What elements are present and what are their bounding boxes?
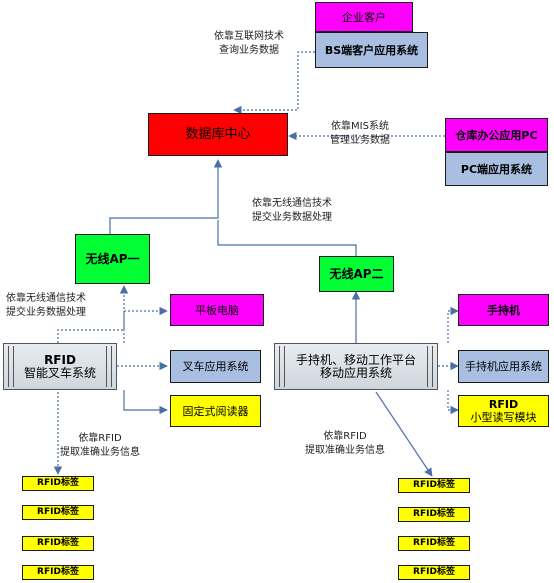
- mis-note-line2: 管理业务数据: [330, 135, 390, 146]
- rfid-tag-left: RFID标签: [22, 565, 94, 580]
- rfid-tag-right: RFID标签: [398, 536, 470, 551]
- pc-app-label: PC端应用系统: [460, 162, 533, 176]
- rfid-left-note-line2: 提取准确业务信息: [60, 447, 140, 458]
- handheld-platform-line1: 手持机、移动工作平台: [295, 352, 416, 367]
- fixed-reader-label: 固定式阅读器: [182, 404, 249, 418]
- enterprise-client-label: 企业客户: [342, 10, 386, 24]
- rfid-tag-left: RFID标签: [22, 505, 94, 520]
- link-platform-to-handheld: [447, 306, 459, 343]
- link-forklift-to-tablet: [123, 306, 168, 343]
- wireless-top-note-line1: 依靠无线通信技术: [252, 198, 332, 209]
- link-forklift-to-ap1: [57, 285, 129, 343]
- internet-note-line1: 依靠互联网技术: [214, 31, 284, 42]
- handheld-label: 手持机: [487, 303, 520, 317]
- rfid-module-line2: 小型读写模块: [470, 411, 537, 424]
- fixed-reader-box: 固定式阅读器: [170, 395, 261, 427]
- rfid-tag-label: RFID标签: [413, 567, 455, 577]
- wireless-top-note: 依靠无线通信技术 提交业务数据处理: [252, 197, 332, 225]
- wireless-ap2-box: 无线AP二: [319, 256, 394, 292]
- wireless-top-note-line2: 提交业务数据处理: [252, 212, 332, 223]
- forklift-app-label: 叉车应用系统: [182, 360, 249, 373]
- rfid-right-note-line1: 依靠RFID: [323, 431, 367, 442]
- pc-app-box: PC端应用系统: [445, 152, 548, 186]
- rfid-tag-right: RFID标签: [398, 507, 470, 522]
- forklift-system-box: RFID 智能叉车系统: [3, 343, 117, 390]
- handheld-platform-line2: 移动应用系统: [319, 365, 392, 380]
- wireless-left-note-line2: 提交业务数据处理: [6, 307, 86, 318]
- link-platform-to-module: [447, 390, 459, 415]
- rfid-tag-label: RFID标签: [413, 509, 455, 519]
- enterprise-client-box: 企业客户: [315, 2, 413, 32]
- handheld-app-box: 手持机应用系统: [458, 350, 549, 383]
- database-center-label: 数据库中心: [185, 127, 251, 142]
- rfid-left-note: 依靠RFID 提取准确业务信息: [60, 432, 140, 460]
- internet-note: 依靠互联网技术 查询业务数据: [214, 30, 284, 58]
- handheld-app-label: 手持机应用系统: [465, 360, 542, 373]
- rfid-right-note: 依靠RFID 提取准确业务信息: [305, 430, 385, 458]
- handheld-box: 手持机: [458, 294, 549, 326]
- wireless-left-note-line1: 依靠无线通信技术: [6, 293, 86, 304]
- warehouse-office-pc-label: 仓库办公应用PC: [455, 128, 538, 142]
- rfid-tag-label: RFID标签: [413, 480, 455, 490]
- rfid-tag-left: RFID标签: [22, 476, 94, 491]
- database-center-box: 数据库中心: [148, 113, 288, 156]
- link-bs-to-db: [233, 51, 315, 115]
- link-ap2-to-db: [217, 220, 357, 256]
- rfid-tag-right: RFID标签: [398, 478, 470, 493]
- rfid-tag-label: RFID标签: [37, 567, 79, 577]
- bs-app-box: BS端客户应用系统: [315, 32, 428, 68]
- forklift-app-box: 叉车应用系统: [170, 350, 261, 383]
- internet-note-line2: 查询业务数据: [219, 45, 279, 56]
- rfid-tag-right: RFID标签: [398, 565, 470, 580]
- link-platform-to-tags: [375, 391, 433, 477]
- rfid-tag-left: RFID标签: [22, 536, 94, 551]
- mis-note: 依靠MIS系统 管理业务数据: [330, 120, 390, 148]
- wireless-ap2-label: 无线AP二: [329, 266, 384, 281]
- handheld-platform-box: 手持机、移动工作平台 移动应用系统: [274, 343, 438, 390]
- wireless-left-note: 依靠无线通信技术 提交业务数据处理: [6, 292, 86, 320]
- warehouse-office-pc-box: 仓库办公应用PC: [445, 118, 548, 152]
- rfid-tag-label: RFID标签: [37, 507, 79, 517]
- tablet-box: 平板电脑: [170, 294, 264, 326]
- link-forklift-to-reader: [123, 390, 168, 415]
- rfid-tag-label: RFID标签: [37, 538, 79, 548]
- rfid-right-note-line2: 提取准确业务信息: [305, 445, 385, 456]
- rfid-tag-label: RFID标签: [413, 538, 455, 548]
- wireless-ap1-box: 无线AP一: [75, 234, 150, 284]
- rfid-module-line1: RFID: [488, 398, 519, 411]
- rfid-tag-label: RFID标签: [37, 478, 79, 488]
- bs-app-label: BS端客户应用系统: [324, 43, 419, 57]
- mis-note-line1: 依靠MIS系统: [331, 121, 389, 132]
- forklift-system-line1: RFID: [44, 352, 76, 367]
- tablet-label: 平板电脑: [195, 303, 239, 317]
- wireless-ap1-label: 无线AP一: [85, 251, 140, 266]
- link-ap1-to-db: [109, 159, 223, 234]
- rfid-left-note-line1: 依靠RFID: [78, 433, 122, 444]
- rfid-module-box: RFID 小型读写模块: [458, 395, 549, 427]
- forklift-system-line2: 智能叉车系统: [23, 365, 96, 380]
